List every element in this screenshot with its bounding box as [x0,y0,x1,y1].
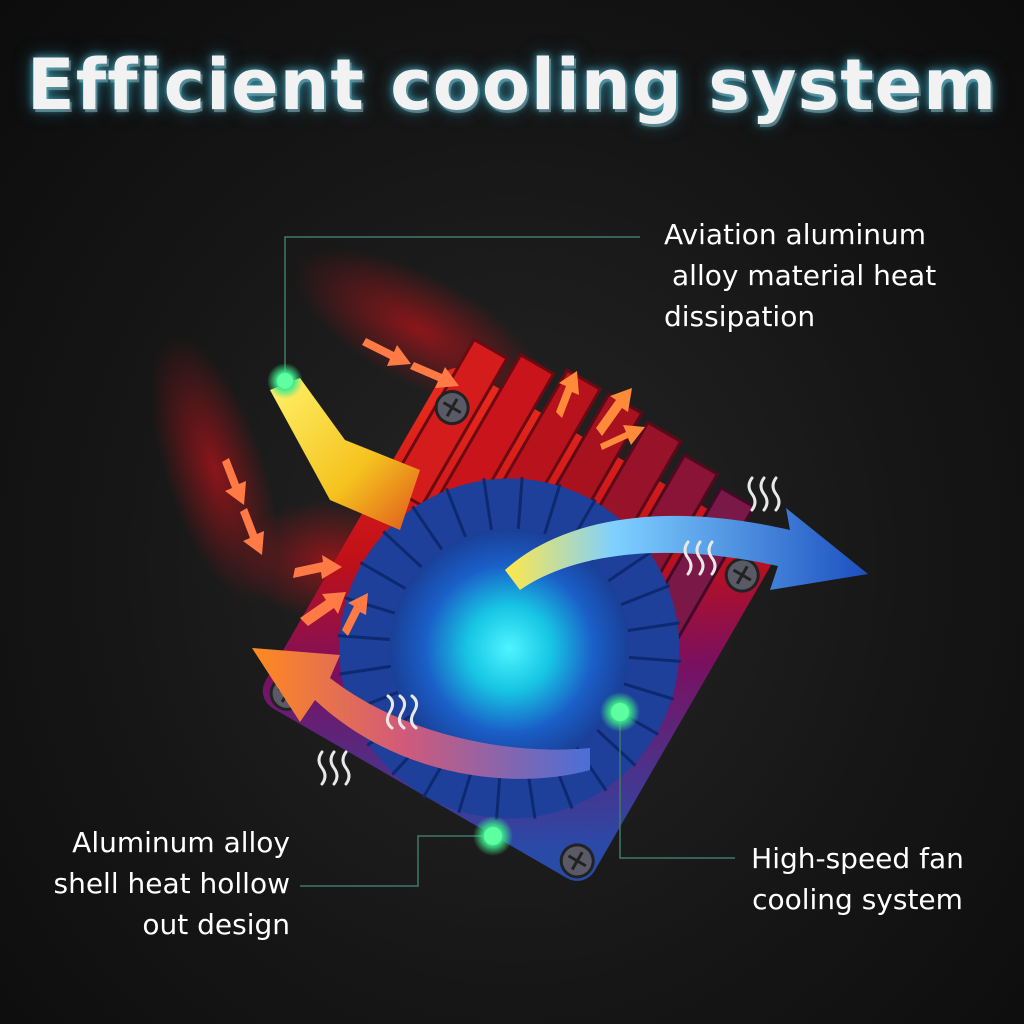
page-title: Efficient cooling system [26,44,998,126]
callout-dot-icon [267,363,640,856]
callout-high-speed-fan: High-speed fan cooling system [740,838,975,920]
heat-out-arrow-icon [556,371,645,450]
callout-lines [284,236,735,887]
fan-fin [621,681,675,701]
fan-fin [618,584,670,607]
fan-fin [542,483,562,537]
heat-wave-icon [317,476,781,786]
fan-fin [445,487,468,540]
fan-fin [594,727,637,767]
fan-fin [339,664,393,676]
callout-line-text: High-speed fan [751,842,964,875]
callout-line-text: shell heat hollow [53,867,291,900]
probe-tip [270,378,420,530]
fan-fin [482,478,494,533]
callout-aluminum-shell: Aluminum alloy shell heat hollow out des… [40,822,291,945]
fan-fin [359,561,408,591]
callout-line-text: alloy material heat [672,259,937,292]
callout-line-text: Aviation aluminum [664,218,927,251]
fan-fin [411,505,445,552]
callout-aviation-aluminum: Aviation aluminum alloy material heat di… [664,214,936,337]
callout-line-text: cooling system [752,883,963,916]
fan-fin [605,550,653,584]
heat-arrow-icon [222,338,459,636]
fan-fin [382,530,424,570]
callout-line-text: dissipation [664,300,816,333]
callout-line-text: Aluminum alloy [72,826,290,859]
fan-fin [625,621,680,633]
airflow-return-arrow-icon [252,648,590,779]
fan-fin [516,476,524,531]
fan-fin [337,634,392,642]
callout-line-text: out design [142,908,290,941]
fan-fin [626,655,681,663]
